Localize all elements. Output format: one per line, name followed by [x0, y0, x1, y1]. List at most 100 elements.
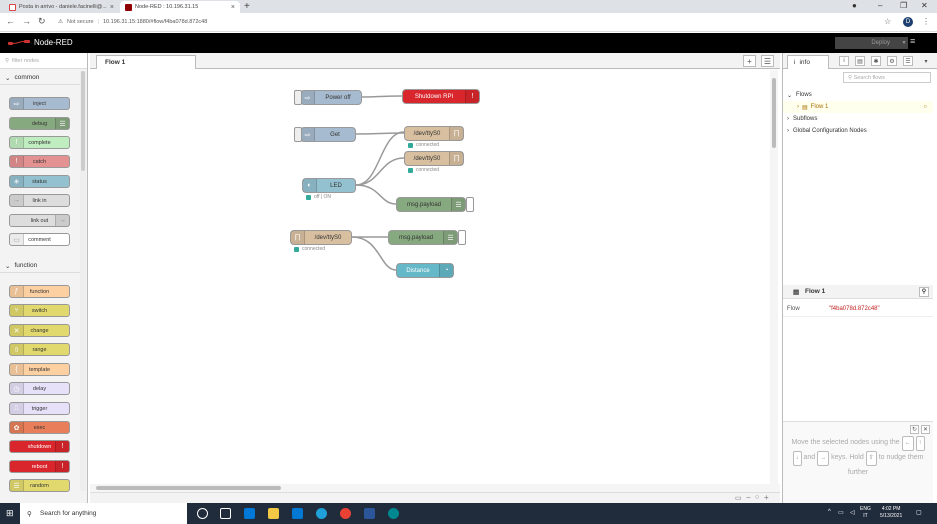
palette-node-comment[interactable]: ▭comment — [9, 233, 70, 246]
palette-node-status[interactable]: ✳status — [9, 175, 70, 188]
help-book-icon[interactable]: ▤ — [855, 56, 865, 66]
task-view-icon[interactable] — [220, 508, 231, 519]
cortana-icon[interactable] — [197, 508, 208, 519]
browser-tab-mail[interactable]: Posta in arrivo - daniele.facinelli@... … — [4, 1, 119, 13]
browser-menu-icon[interactable]: ⋮ — [922, 17, 930, 26]
palette-node-exec[interactable]: ✿exec — [9, 421, 70, 434]
node-serial-in[interactable]: ∏ /dev/ttyS0 — [290, 230, 352, 245]
palette-node-debug[interactable]: ☰debug — [9, 117, 70, 130]
chevron-down-icon[interactable]: ▾ — [924, 58, 928, 65]
palette-node-switch[interactable]: ⑂switch — [9, 304, 70, 317]
node-led[interactable]: ◐ LED — [302, 178, 356, 193]
palette-node-complete[interactable]: !complete — [9, 136, 70, 149]
chrome-icon[interactable] — [340, 508, 351, 519]
restore-icon[interactable]: ❐ — [900, 1, 908, 10]
url-field[interactable]: ⚠ Not secure | 10.196.31.15:1880/#flow/f… — [58, 16, 207, 28]
list-flows-icon[interactable]: ☰ — [761, 55, 774, 67]
node-get[interactable]: ⇨ Get — [300, 127, 356, 142]
info-icon[interactable]: i — [839, 56, 849, 66]
minimize-icon[interactable]: – — [878, 1, 883, 10]
browser-tab-nodered[interactable]: Node-RED : 10.196.31.15 × — [120, 1, 240, 13]
windows-start-icon[interactable]: ⊞ — [6, 508, 14, 518]
node-shutdown-rpi[interactable]: Shutdown RPI ! — [402, 89, 480, 104]
palette-scrollbar[interactable] — [80, 71, 86, 491]
tray-expand-icon[interactable]: ^ — [828, 509, 831, 515]
scroll-thumb[interactable] — [772, 78, 776, 148]
node-debug-2[interactable]: msg.payload ☰ — [388, 230, 458, 245]
palette-node-inject[interactable]: ⇨inject — [9, 97, 70, 110]
tab-flow-1[interactable]: Flow 1 — [96, 55, 196, 69]
context-data-icon[interactable]: ☰ — [903, 56, 913, 66]
palette-node-delay[interactable]: ◷delay — [9, 382, 70, 395]
palette-node-reboot[interactable]: reboot! — [9, 460, 70, 473]
node-debug-1[interactable]: msg.payload ☰ — [396, 197, 466, 212]
navigator-icon[interactable]: ▭ — [735, 495, 742, 502]
palette-node-template[interactable]: {template — [9, 363, 70, 376]
zoom-out-icon[interactable]: − — [746, 493, 751, 502]
mail-icon[interactable] — [292, 508, 303, 519]
canvas-horizontal-scrollbar[interactable] — [90, 484, 780, 492]
palette-category-common[interactable]: ⌄ common — [0, 71, 80, 85]
flow-canvas[interactable]: ⇨ Power off Shutdown RPI ! ⇨ Get /dev/tt… — [90, 70, 768, 484]
volume-icon[interactable]: ◁ — [850, 510, 855, 516]
bookmark-star-icon[interactable]: ☆ — [884, 17, 892, 26]
tree-item-flow-1[interactable]: ›▤Flow 1○ — [783, 101, 933, 113]
scroll-thumb[interactable] — [81, 71, 85, 171]
canvas-vertical-scrollbar[interactable] — [770, 70, 778, 484]
window-close-icon[interactable]: ✕ — [921, 1, 928, 10]
back-icon[interactable]: ← — [6, 16, 15, 26]
palette-node-link-in[interactable]: →link in — [9, 194, 70, 207]
palette-node-random[interactable]: ☰random — [9, 479, 70, 492]
zoom-reset-icon[interactable]: ○ — [755, 494, 760, 501]
tree-item-subflows[interactable]: ›Subflows — [783, 113, 933, 125]
palette-node-change[interactable]: ✕change — [9, 324, 70, 337]
close-icon[interactable]: × — [230, 3, 235, 11]
add-flow-icon[interactable]: + — [743, 55, 756, 67]
network-icon[interactable]: ▭ — [838, 510, 844, 516]
main-menu-icon[interactable]: ≡ — [910, 36, 916, 46]
taskbar-search-input[interactable]: ⚲ Search for anything — [20, 503, 187, 524]
new-tab-icon[interactable]: + — [244, 1, 250, 12]
arduino-icon[interactable] — [388, 508, 399, 519]
node-serial-out-1[interactable]: /dev/ttyS0 ∏ — [404, 126, 464, 141]
node-power-off[interactable]: ⇨ Power off — [300, 90, 362, 105]
tree-item-flows[interactable]: ⌄Flows — [783, 89, 933, 101]
file-explorer-icon[interactable] — [268, 508, 279, 519]
palette-category-function[interactable]: ⌄ function — [0, 259, 80, 273]
palette-node-catch[interactable]: !catch — [9, 155, 70, 168]
close-icon[interactable]: ✕ — [920, 425, 930, 434]
forward-icon[interactable]: → — [22, 16, 31, 26]
config-gear-icon[interactable]: ⚙ — [887, 56, 897, 66]
deploy-button[interactable]: Deploy ▼ — [835, 37, 908, 49]
edge-legacy-icon[interactable] — [244, 508, 255, 519]
tree-item-global-config[interactable]: ›Global Configuration Nodes — [783, 125, 933, 137]
chevron-down-icon[interactable]: ▼ — [900, 37, 908, 49]
inject-trigger-button[interactable] — [294, 127, 302, 142]
close-icon[interactable]: × — [109, 3, 114, 11]
search-icon[interactable]: ⚲ — [919, 286, 929, 297]
debug-toggle-button[interactable] — [458, 230, 466, 245]
search-flows-input[interactable]: ⚲ Search flows — [843, 72, 931, 83]
node-distance[interactable]: Distance ◔ — [396, 263, 454, 278]
edge-icon[interactable] — [316, 508, 327, 519]
palette-node-shutdown[interactable]: shutdown! — [9, 440, 70, 453]
palette-node-range[interactable]: ⇳range — [9, 343, 70, 356]
profile-avatar[interactable]: D — [903, 17, 913, 27]
palette-node-link-out[interactable]: →link out — [9, 214, 70, 227]
refresh-icon[interactable]: ↻ — [909, 425, 919, 434]
record-icon[interactable]: ● — [852, 1, 857, 10]
bug-icon[interactable]: ✱ — [871, 56, 881, 66]
notification-icon[interactable]: ▢ — [916, 510, 922, 516]
zoom-in-icon[interactable]: + — [764, 493, 769, 502]
palette-filter-input[interactable]: ⚲ filter nodes — [0, 53, 87, 69]
debug-toggle-button[interactable] — [466, 197, 474, 212]
palette-node-trigger[interactable]: ⎍trigger — [9, 402, 70, 415]
word-icon[interactable] — [364, 508, 375, 519]
inject-trigger-button[interactable] — [294, 90, 302, 105]
scroll-thumb[interactable] — [96, 486, 281, 490]
node-serial-out-2[interactable]: /dev/ttyS0 ∏ — [404, 151, 464, 166]
